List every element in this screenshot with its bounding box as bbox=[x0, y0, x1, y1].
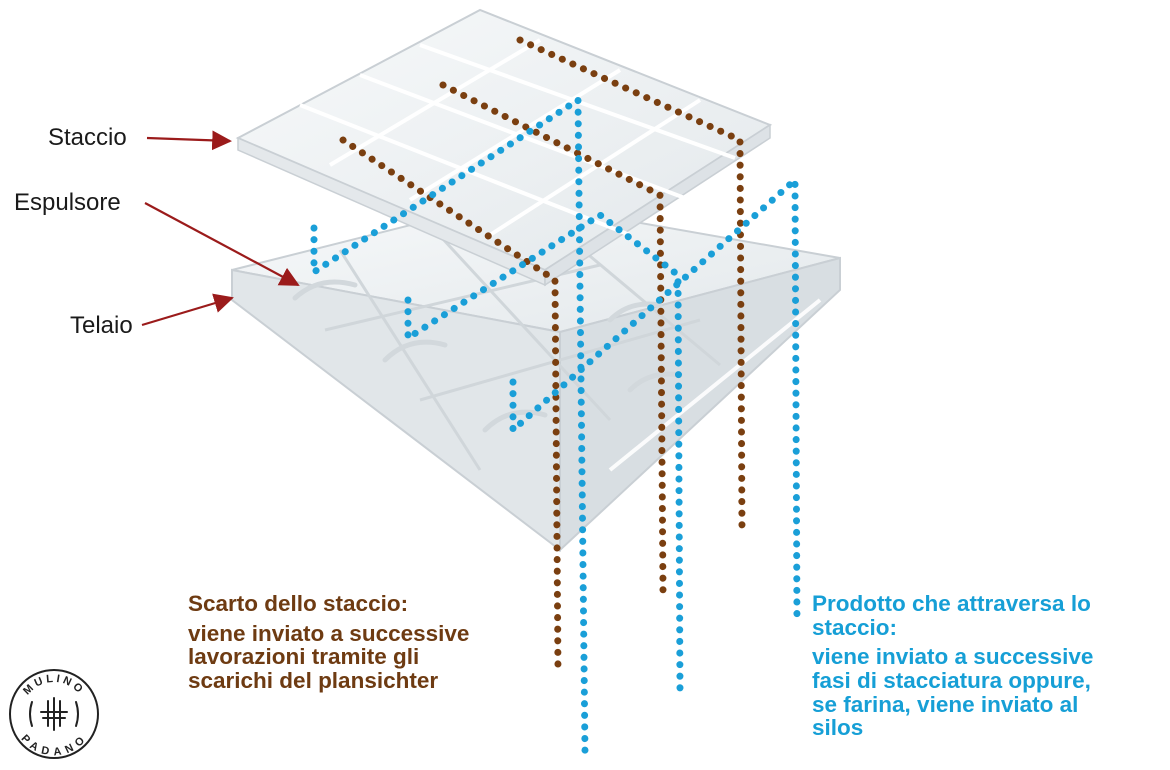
scarto-heading: Scarto dello staccio: bbox=[188, 591, 409, 616]
prodotto-heading-line: staccio: bbox=[812, 614, 898, 640]
prodotto-flow-lines bbox=[310, 93, 801, 756]
prodotto-line: fasi di stacciatura oppure, bbox=[812, 667, 1091, 693]
scarto-flow-lines bbox=[339, 36, 746, 674]
scarto-note: Scarto dello staccio: viene inviato a su… bbox=[188, 592, 469, 693]
prodotto-flow-line bbox=[404, 210, 684, 694]
mulino-padano-logo: MULINO PADANO bbox=[9, 669, 99, 759]
prodotto-flow-line bbox=[509, 172, 801, 629]
label-arrows bbox=[141, 130, 300, 327]
scarto-line: viene inviato a successive bbox=[188, 620, 470, 646]
scarto-flow-line bbox=[516, 36, 746, 534]
prodotto-heading-line: Prodotto che attraversa lo bbox=[812, 591, 1091, 616]
label-espulsore: Espulsore bbox=[14, 189, 121, 216]
prodotto-note: Prodotto che attraversa lo staccio: vien… bbox=[812, 592, 1093, 740]
scarto-flow-line bbox=[439, 81, 667, 594]
scarto-line: scarichi del plansichter bbox=[188, 667, 439, 693]
wheat-logo-icon bbox=[29, 697, 79, 731]
telaio-frame bbox=[231, 198, 841, 553]
arrow-espulsore bbox=[144, 202, 300, 286]
prodotto-line: silos bbox=[812, 715, 864, 741]
arrow-staccio bbox=[146, 130, 232, 151]
scarto-flow-line bbox=[339, 136, 562, 674]
arrow-telaio bbox=[141, 293, 234, 327]
prodotto-line: viene inviato a successive bbox=[812, 644, 1094, 670]
label-staccio: Staccio bbox=[48, 124, 127, 151]
scarto-line: lavorazioni tramite gli bbox=[188, 644, 420, 670]
prodotto-line: se farina, viene inviato al bbox=[812, 691, 1079, 717]
label-telaio: Telaio bbox=[70, 312, 133, 339]
prodotto-flow-line bbox=[310, 93, 589, 756]
